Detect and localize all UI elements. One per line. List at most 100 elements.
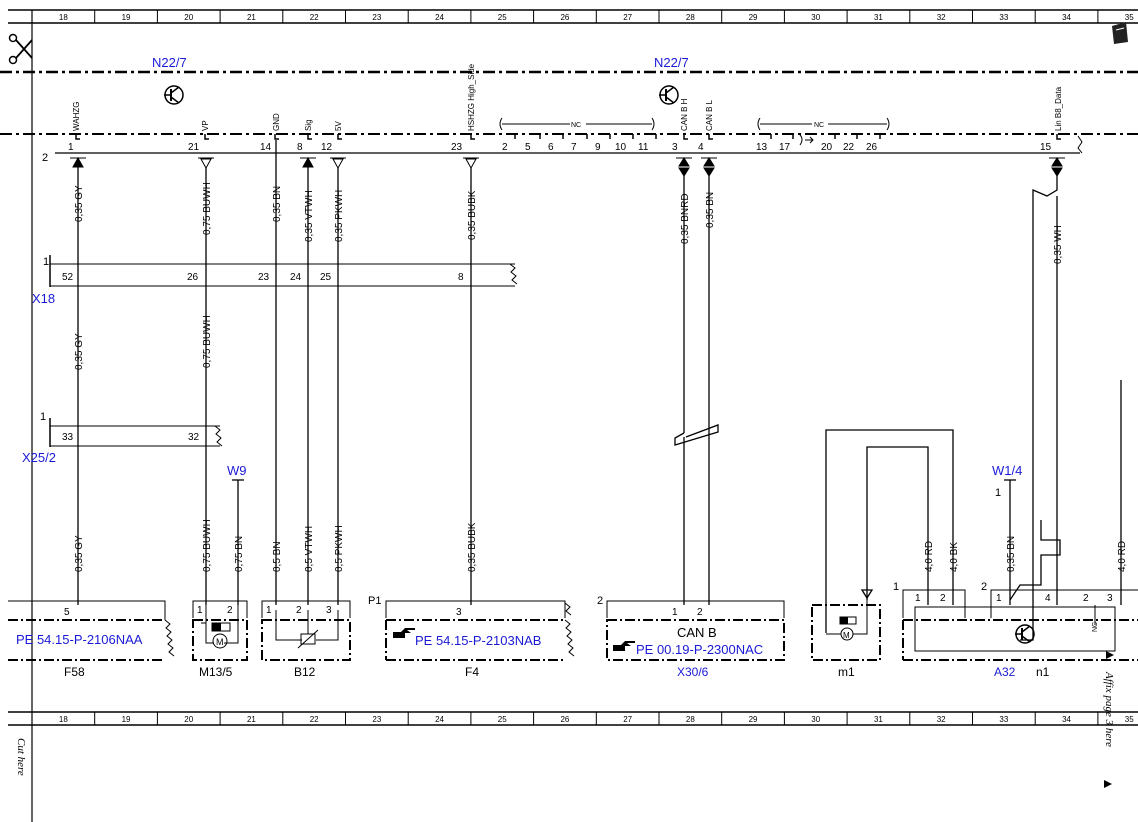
transistor-icon: [1015, 624, 1035, 644]
scissors-icon: [8, 33, 33, 65]
svg-text:M: M: [216, 637, 224, 647]
svg-text:NC: NC: [1092, 622, 1099, 632]
svg-text:10: 10: [615, 142, 627, 153]
component-m13-5: 1 2 M M13/5: [192, 600, 248, 679]
svg-text:M13/5: M13/5: [199, 665, 233, 679]
ruler-column-label: 32: [937, 13, 946, 22]
ruler-column-label: 27: [623, 715, 632, 724]
ruler-column-label: 29: [749, 13, 758, 22]
top-pin-numbers: 1 21 14 8 12 23 2 5 6 7 9 10 11 3 4 13 1…: [68, 142, 1052, 153]
ruler-column-label: 31: [874, 13, 883, 22]
ruler-column-label: 22: [310, 13, 319, 22]
svg-text:4: 4: [698, 142, 704, 153]
svg-text:0,35 GY: 0,35 GY: [74, 185, 85, 222]
svg-text:23: 23: [258, 272, 270, 283]
svg-text:NC: NC: [814, 122, 824, 129]
unit-label-x25: X25/2: [22, 450, 56, 465]
component-x30-6: 2 1 2 CAN B PE 00.19-P-2300NAC X30/6: [597, 595, 785, 679]
svg-text:9: 9: [595, 142, 601, 153]
svg-text:3: 3: [326, 605, 332, 616]
svg-text:1: 1: [893, 581, 899, 593]
svg-text:M: M: [843, 631, 850, 640]
svg-text:CAN B L: CAN B L: [705, 99, 714, 131]
svg-text:17: 17: [779, 142, 791, 153]
ruler-column-label: 20: [184, 715, 193, 724]
svg-text:F4: F4: [465, 665, 479, 679]
svg-text:2: 2: [981, 581, 987, 593]
ruler-column-label: 22: [310, 715, 319, 724]
component-b12: 1 2 3 B12: [261, 600, 351, 679]
ruler-column-label: 35: [1125, 13, 1134, 22]
svg-text:CAN B H: CAN B H: [680, 98, 689, 131]
svg-text:0,75 BUWH: 0,75 BUWH: [202, 315, 213, 368]
svg-text:2: 2: [227, 605, 233, 616]
unit-label-n22-right: N22/7: [654, 55, 689, 70]
f58-reference-link: PE 54.15-P-2106NAA: [16, 632, 143, 647]
svg-text:0,5 VTWH: 0,5 VTWH: [304, 526, 315, 572]
svg-text:24: 24: [290, 272, 302, 283]
motor-icon: M: [840, 627, 854, 641]
ruler-column-label: 23: [372, 13, 381, 22]
top-pin-labels: WAHZG VP GND Sig 5V HSHZG High_Side CAN …: [72, 63, 1063, 131]
ruler-column-label: 29: [749, 715, 758, 724]
svg-text:0,35 GY: 0,35 GY: [74, 535, 85, 572]
svg-text:1: 1: [996, 593, 1002, 604]
svg-text:7: 7: [571, 142, 577, 153]
ruler-column-label: 33: [999, 13, 1008, 22]
svg-text:Lin B8_Data: Lin B8_Data: [1054, 86, 1063, 131]
svg-text:2: 2: [697, 607, 703, 618]
wire-labels: 0,35 GY 0,35 GY 0,35 GY 0,75 BUWH 0,75 B…: [74, 182, 1128, 572]
ruler-column-label: 26: [560, 13, 569, 22]
svg-text:0,35 BUBK: 0,35 BUBK: [467, 190, 478, 240]
svg-text:0,35 BN: 0,35 BN: [1006, 536, 1017, 572]
unit-label-n22-left: N22/7: [152, 55, 187, 70]
ruler-column-label: 31: [874, 715, 883, 724]
ruler-column-label: 21: [247, 715, 256, 724]
ruler-column-label: 18: [59, 715, 68, 724]
svg-text:1: 1: [40, 411, 46, 423]
ruler-column-label: 34: [1062, 13, 1071, 22]
ruler-column-label: 27: [623, 13, 632, 22]
svg-text:0,35 WH: 0,35 WH: [1053, 225, 1064, 264]
svg-text:20: 20: [821, 142, 833, 153]
svg-text:1: 1: [197, 605, 203, 616]
svg-text:5: 5: [64, 607, 70, 618]
svg-text:2: 2: [502, 142, 508, 153]
svg-text:0,75 BUWH: 0,75 BUWH: [202, 519, 213, 572]
ruler-column-label: 19: [122, 13, 131, 22]
svg-text:21: 21: [188, 142, 200, 153]
svg-text:4,0 RD: 4,0 RD: [924, 541, 935, 572]
svg-text:0,35 PKWH: 0,35 PKWH: [334, 190, 345, 242]
svg-text:25: 25: [320, 272, 332, 283]
svg-text:0,35 VTWH: 0,35 VTWH: [304, 190, 315, 242]
svg-text:8: 8: [458, 272, 464, 283]
ruler-column-label: 25: [498, 715, 507, 724]
svg-text:12: 12: [321, 142, 333, 153]
svg-text:m1: m1: [838, 665, 855, 679]
svg-text:X30/6: X30/6: [677, 665, 709, 679]
svg-text:4,0 BK: 4,0 BK: [949, 542, 960, 572]
unit-label-w9: W9: [227, 463, 247, 478]
cut-instruction: Cut here: [15, 738, 27, 776]
svg-text:5V: 5V: [334, 121, 343, 131]
ruler-column-label: 30: [811, 13, 820, 22]
svg-text:8: 8: [297, 142, 303, 153]
pointing-hand-icon: [613, 641, 635, 651]
affix-instruction: Affix page 3 here: [1103, 671, 1115, 747]
component-f58: 5 PE 54.15-P-2106NAA F58: [8, 600, 175, 679]
svg-text:4: 4: [1045, 593, 1051, 604]
unit-label-x18: X18: [32, 291, 55, 306]
svg-text:1: 1: [266, 605, 272, 616]
connector-x18: 1 X18 52 26 23 24 25 8: [32, 255, 518, 306]
svg-text:1: 1: [68, 142, 74, 153]
svg-text:13: 13: [756, 142, 768, 153]
ruler-column-label: 33: [999, 715, 1008, 724]
svg-text:0,35 BNRD: 0,35 BNRD: [680, 193, 691, 244]
motor-icon: M: [212, 633, 228, 649]
svg-text:23: 23: [451, 142, 463, 153]
wires: [77, 140, 1122, 641]
svg-text:0,5 PKWH: 0,5 PKWH: [334, 525, 345, 572]
svg-text:2: 2: [296, 605, 302, 616]
pointing-hand-icon: [393, 628, 415, 638]
